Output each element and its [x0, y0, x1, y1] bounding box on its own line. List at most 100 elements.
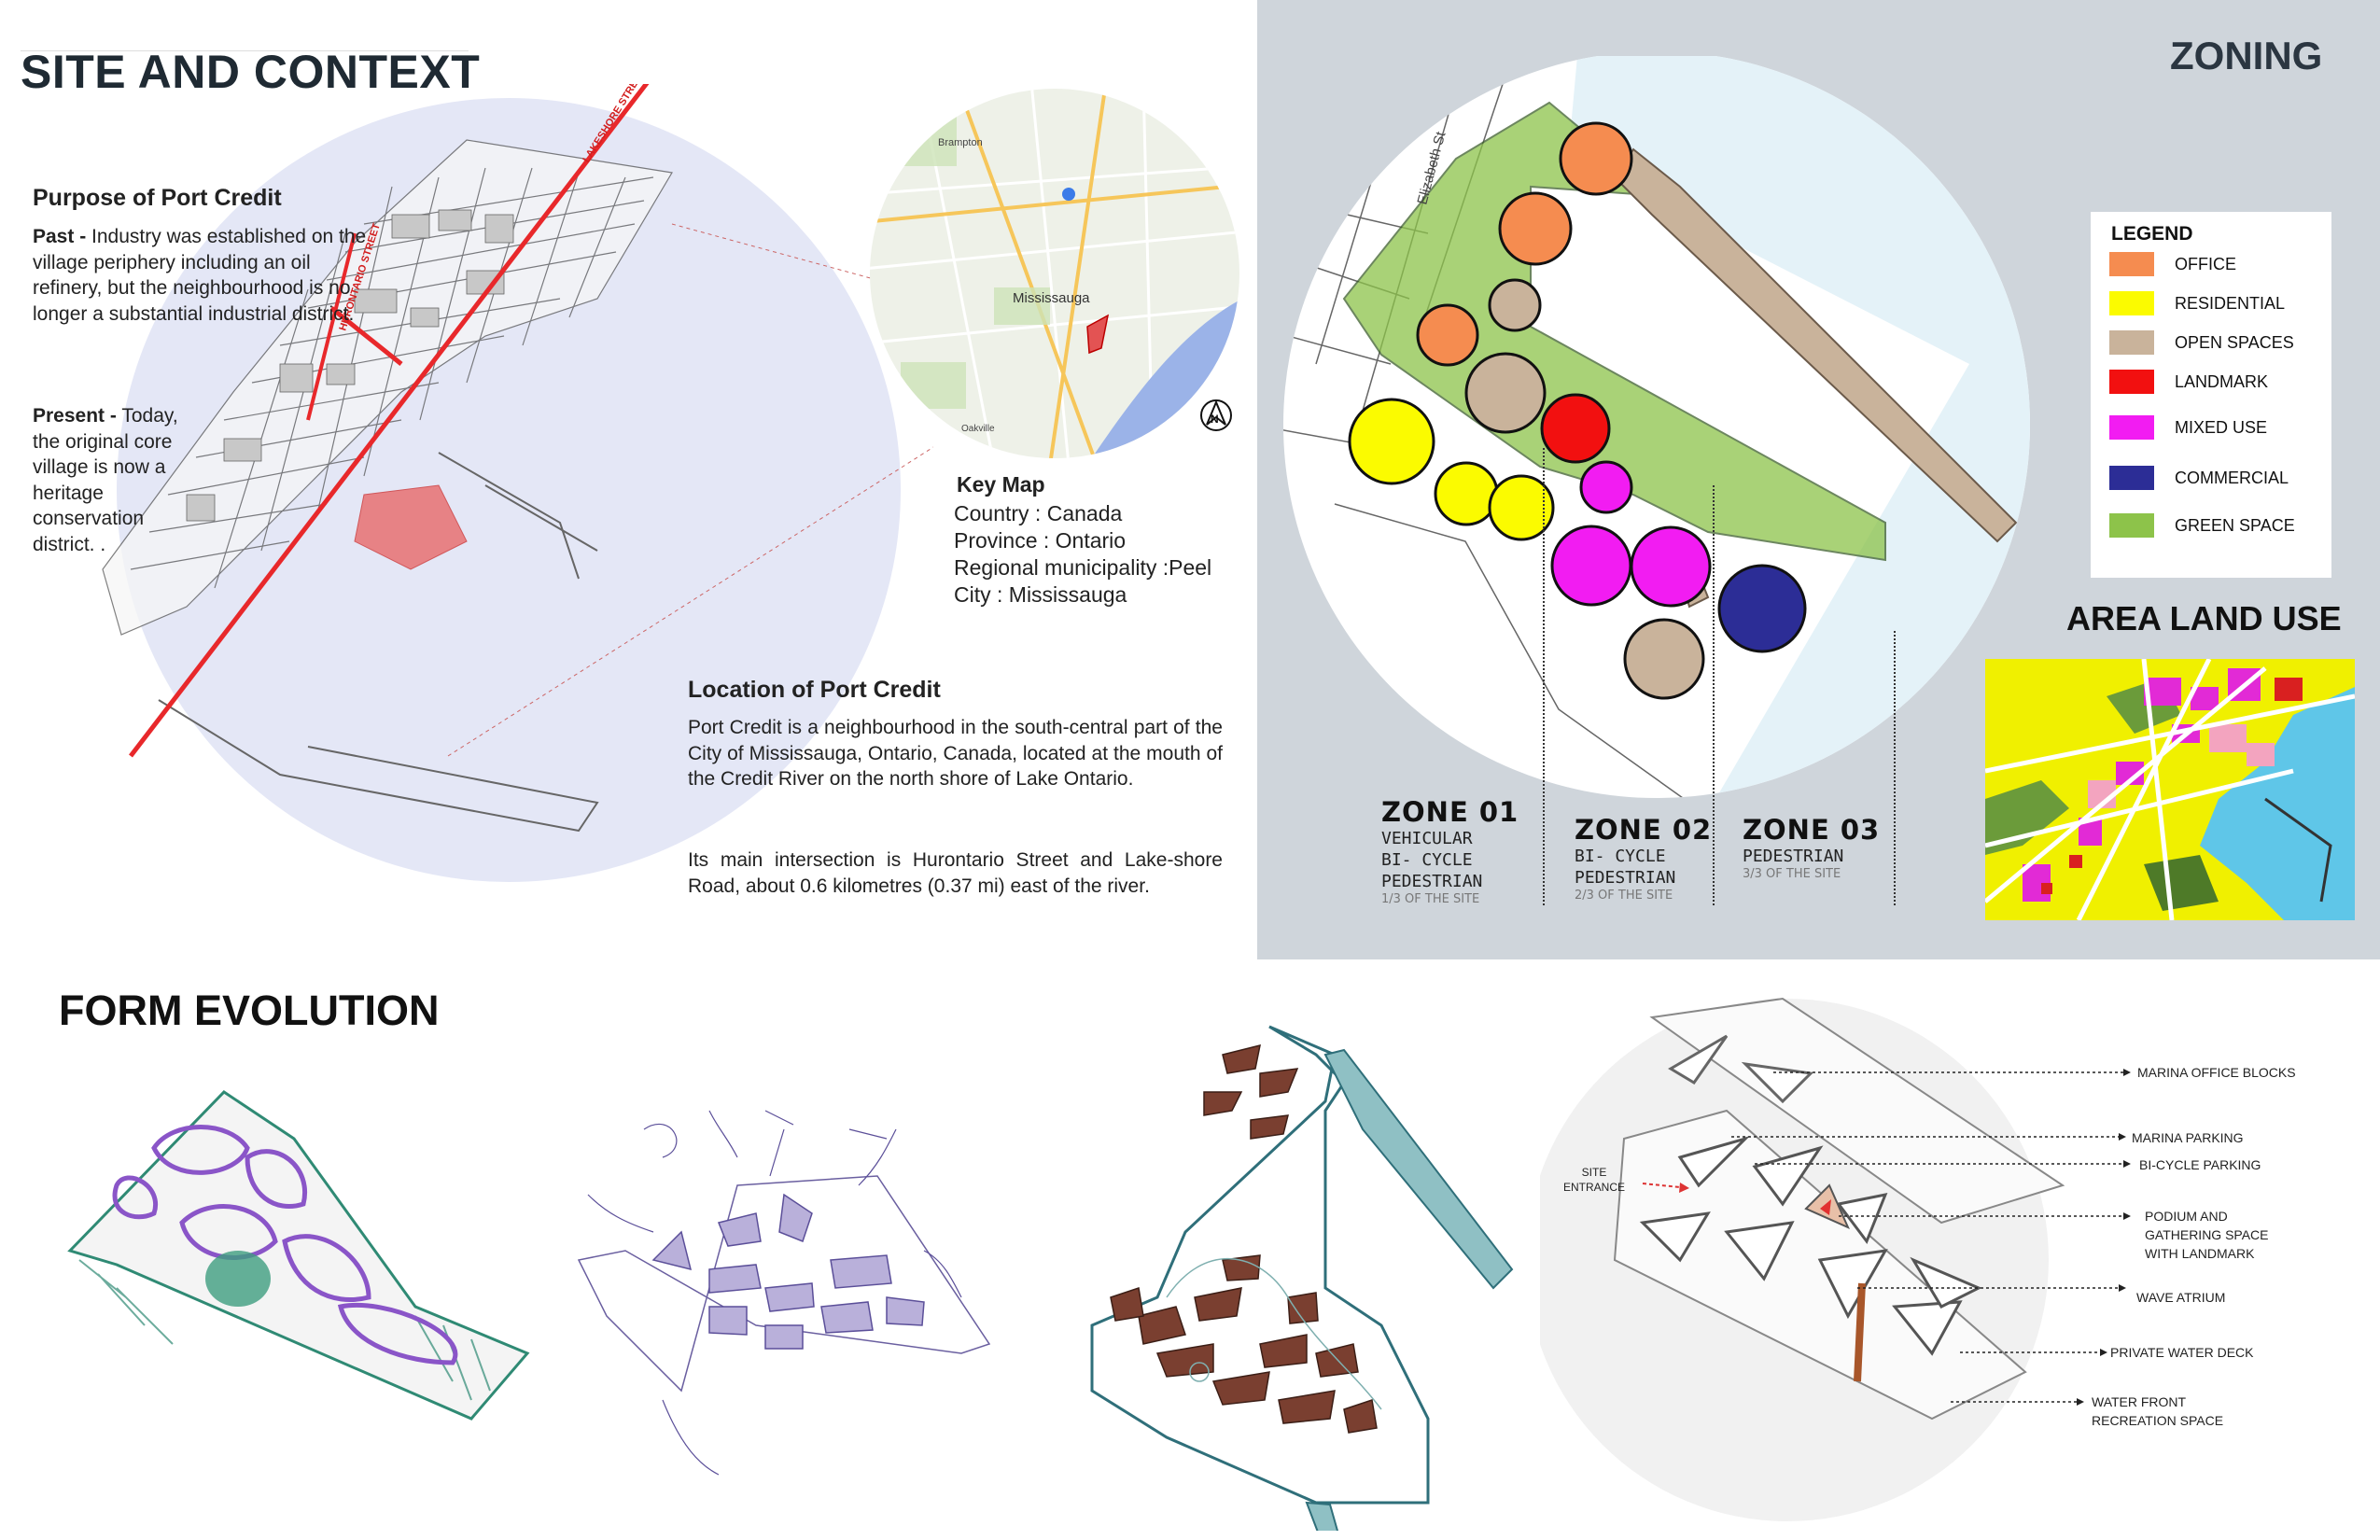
key-map-province: Province : Ontario — [954, 528, 1127, 553]
land-use-pink — [2088, 724, 2275, 808]
legend-item-residential: RESIDENTIAL — [2109, 290, 2285, 316]
form-evolution-title: FORM EVOLUTION — [59, 987, 440, 1034]
mixed-use-swatch — [2109, 415, 2154, 440]
label-marina-office-blocks: MARINA OFFICE BLOCKS — [2137, 1065, 2296, 1080]
zone-divider-3 — [1894, 631, 1896, 905]
north-arrow-icon: N — [1200, 399, 1232, 431]
axo-leaders — [1731, 1071, 2123, 1403]
zoning-water — [1568, 56, 2030, 798]
legend-label-green-space: GREEN SPACE — [2175, 515, 2295, 535]
zone-03-fraction: 3/3 OF THE SITE — [1743, 867, 1841, 881]
form-sketch-2 — [577, 1110, 991, 1476]
past-label: Past - — [33, 226, 87, 247]
zone-03-title: ZONE 03 — [1743, 814, 1881, 846]
axo-wave-atrium — [1854, 1282, 1866, 1382]
mixed-use-bubble-1 — [1550, 525, 1632, 607]
area-land-use-map — [1985, 659, 2355, 920]
office-bubble-1 — [1559, 121, 1633, 196]
sketch3-atrium-loops — [1166, 1258, 1382, 1410]
open-space-bubble-south — [1623, 618, 1705, 700]
area-land-use-title: AREA LAND USE — [2066, 599, 2342, 637]
open-space-bubble-small — [1488, 278, 1542, 332]
site-context-map: LAKESHORE STREET HURONTARIO STREET — [102, 84, 933, 882]
zone-02-line-2: PEDESTRIAN — [1575, 868, 1676, 888]
legend-label-commercial: COMMERCIAL — [2175, 468, 2289, 487]
legend-item-mixed-use: MIXED USE — [2109, 414, 2267, 441]
axo-top-layer — [1649, 997, 2065, 1225]
legend-item-green-space: GREEN SPACE — [2109, 512, 2295, 539]
legend-label-residential: RESIDENTIAL — [2175, 293, 2286, 313]
legend-label-open-spaces: OPEN SPACES — [2175, 332, 2294, 352]
zone-01: ZONE 01 VEHICULAR BI- CYCLE PEDESTRIAN 1… — [1381, 796, 1519, 906]
site-context-title: SITE AND CONTEXT — [21, 46, 481, 98]
residential-bubble-2 — [1434, 461, 1499, 526]
svg-text:N: N — [1211, 413, 1219, 426]
land-use-mixed — [2023, 668, 2261, 902]
port-credit-site — [354, 484, 468, 570]
zone-01-title: ZONE 01 — [1381, 796, 1519, 828]
residential-bubble-1 — [1348, 398, 1435, 485]
landmark-swatch — [2109, 370, 2154, 394]
zone-03-line-1: PEDESTRIAN — [1743, 847, 1844, 866]
label-marina-parking: MARINA PARKING — [2132, 1130, 2244, 1145]
zone-02-line-1: BI- CYCLE — [1575, 847, 1666, 866]
landmark-bubble — [1540, 393, 1611, 464]
purpose-past: Past - Industry was established on the v… — [33, 224, 369, 327]
key-map-city: City : Mississauga — [954, 582, 1127, 607]
city-blocks — [186, 209, 514, 522]
sketch1-green-oval — [205, 1251, 271, 1307]
open-space-bubble-large — [1464, 352, 1547, 434]
zone-divider-1 — [1543, 448, 1545, 905]
sketch1-site-outline — [67, 1090, 530, 1421]
purpose-heading: Purpose of Port Credit — [33, 185, 282, 211]
key-map-circle: Brampton Mississauga Oakville — [870, 89, 1239, 458]
sketch2-site-outline — [577, 1175, 991, 1393]
land-use-red — [2041, 678, 2303, 894]
hurontario-street-line — [329, 306, 403, 366]
zone-02: ZONE 02 BI- CYCLE PEDESTRIAN 2/3 OF THE … — [1575, 814, 1712, 903]
legend-label-office: OFFICE — [2175, 254, 2236, 273]
land-use-water — [2200, 687, 2355, 920]
sketch2-notes — [587, 1110, 962, 1476]
label-water-front-recreation: WATER FRONT RECREATION SPACE — [2092, 1394, 2224, 1428]
key-map-country: Country : Canada — [954, 501, 1123, 525]
residential-swatch — [2109, 291, 2154, 315]
sketch3-forms — [1110, 1043, 1378, 1434]
sketch2-forms — [651, 1193, 925, 1350]
zoning-bubbles — [1348, 121, 1807, 700]
key-map-mississauga-label: Mississauga — [1013, 290, 1090, 306]
form-sketch-3 — [1090, 1025, 1514, 1531]
zone-03: ZONE 03 PEDESTRIAN 3/3 OF THE SITE — [1743, 814, 1880, 881]
axo-landmark-marker — [1820, 1199, 1831, 1215]
office-bubble-3 — [1416, 303, 1479, 367]
commercial-swatch — [2109, 466, 2154, 490]
zoning-plan: Elizabeth St — [1283, 56, 2030, 798]
land-use-green-1 — [1985, 780, 2069, 855]
key-map-highways — [870, 89, 1239, 458]
commercial-bubble — [1717, 564, 1807, 653]
zone-01-line-1: VEHICULAR — [1381, 829, 1473, 848]
label-private-water-deck: PRIVATE WATER DECK — [2110, 1345, 2254, 1360]
axo-leader-arrowheads — [2077, 1069, 2131, 1406]
open-spaces-swatch — [2109, 330, 2154, 355]
label-bicycle-parking: BI-CYCLE PARKING — [2139, 1157, 2261, 1172]
axo-top-forms — [1668, 1034, 1814, 1104]
key-map-leader-top — [671, 223, 878, 281]
harbour-piers — [158, 452, 599, 833]
hurontario-connector — [306, 232, 357, 421]
zone-02-fraction: 2/3 OF THE SITE — [1575, 889, 1673, 903]
mixed-use-bubble-small — [1579, 460, 1633, 514]
location-heading: Location of Port Credit — [688, 677, 941, 703]
site-entrance-label: SITE ENTRANCE — [1562, 1166, 1625, 1194]
legend-label-mixed-use: MIXED USE — [2175, 417, 2268, 437]
land-use-roads — [1985, 659, 2355, 920]
sketch3-pier — [1323, 1048, 1514, 1290]
lakeshore-street-line — [129, 84, 650, 758]
key-map-heading: Key Map — [957, 472, 1045, 497]
form-sketch-1 — [67, 1090, 530, 1421]
present-text: Today, the original core village is now … — [33, 405, 178, 555]
legend-item-commercial: COMMERCIAL — [2109, 465, 2289, 491]
key-map-brampton-label: Brampton — [938, 137, 983, 148]
title-underline — [21, 50, 469, 51]
green-space-site — [1342, 101, 1886, 562]
